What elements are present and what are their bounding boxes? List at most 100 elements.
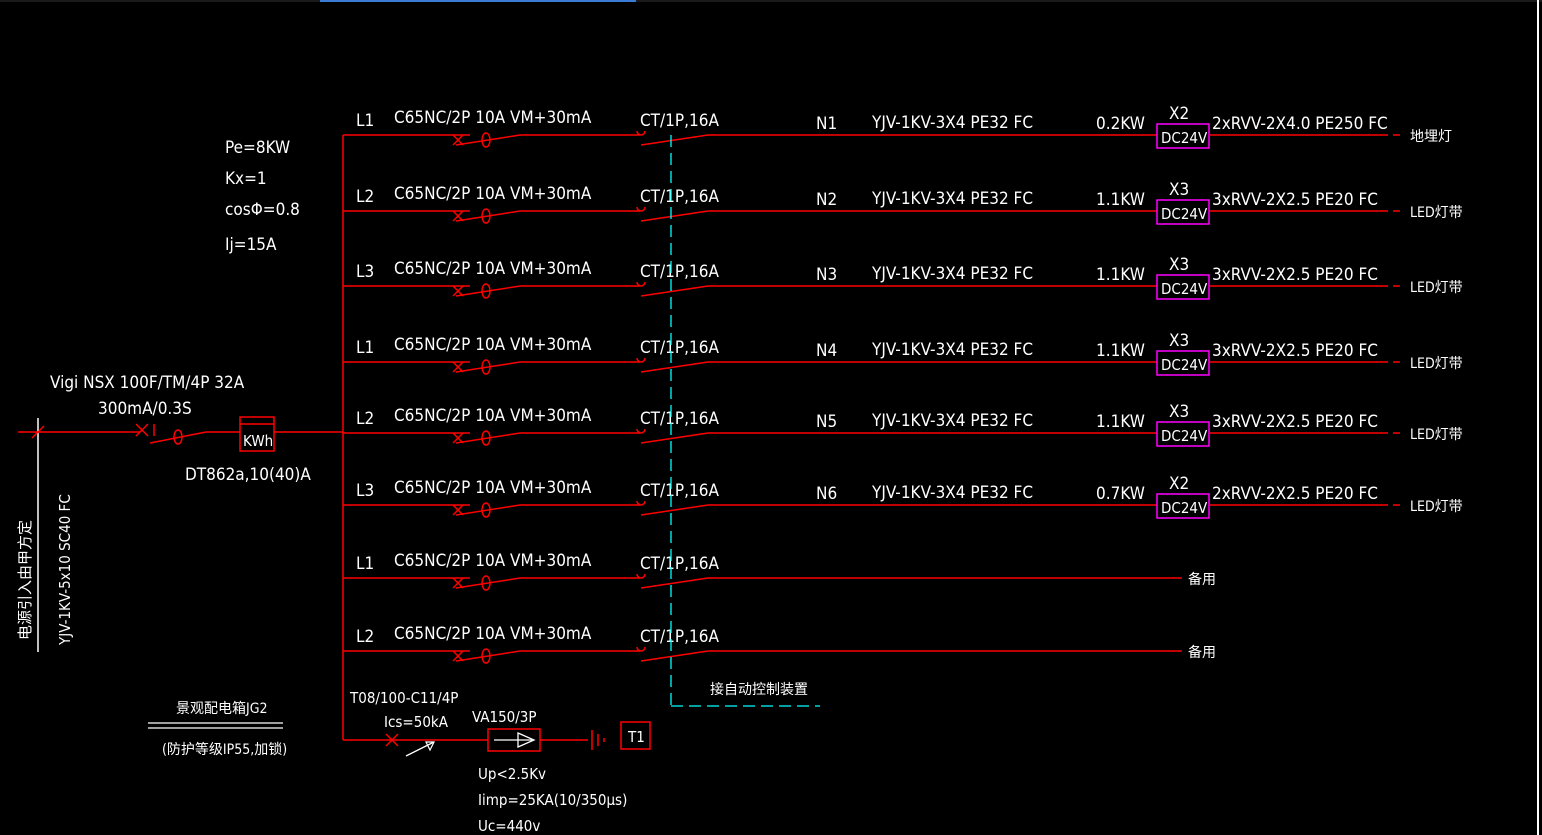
spd-box-arrow bbox=[517, 732, 536, 748]
phase-label: L3 bbox=[356, 481, 374, 501]
driver-label: DC24V bbox=[1161, 205, 1208, 223]
power-label: 1.1KW bbox=[1096, 190, 1145, 210]
meter-model: DT862a,10(40)A bbox=[185, 465, 311, 485]
t1-box bbox=[620, 721, 651, 750]
driver-label: DC24V bbox=[1161, 280, 1208, 298]
branch-cable-label: 3xRVV-2X2.5 PE20 FC bbox=[1212, 412, 1378, 432]
load-label: LED灯带 bbox=[1410, 280, 1463, 296]
meter-label: KWh bbox=[243, 432, 273, 450]
breaker-blade bbox=[455, 650, 521, 662]
t1-label: T1 bbox=[627, 728, 645, 746]
breaker-coil bbox=[481, 430, 491, 446]
x-label: X3 bbox=[1169, 331, 1189, 351]
box-subtitle: (防护等级IP55,加锁) bbox=[162, 741, 287, 758]
contactor-arc bbox=[636, 500, 646, 506]
contactor-arc bbox=[636, 206, 646, 212]
meter-box bbox=[239, 416, 275, 452]
breaker-x-mark bbox=[452, 361, 464, 373]
spd-uc: Uc=440v bbox=[478, 817, 540, 835]
auto-control[interactable]: 接自动控制装置 bbox=[670, 135, 820, 707]
param-kx: Kx=1 bbox=[225, 169, 267, 189]
breaker-blade bbox=[455, 361, 521, 373]
box-title: 景观配电箱JG2 bbox=[176, 701, 268, 717]
breaker-x-mark bbox=[452, 650, 464, 662]
spd-breaker-x2 bbox=[385, 733, 399, 747]
contactor-label: CT/1P,16A bbox=[640, 262, 719, 282]
main-breaker-model: Vigi NSX 100F/TM/4P 32A bbox=[50, 373, 245, 393]
breaker-x-mark bbox=[452, 210, 464, 222]
surge-protection[interactable]: T08/100-C11/4P Ics=50kA VA150/3P T1 Up<2… bbox=[343, 689, 651, 835]
driver-label: DC24V bbox=[1161, 499, 1208, 517]
spare-label: 备用 bbox=[1188, 571, 1216, 588]
spd-breaker: T08/100-C11/4P bbox=[349, 689, 458, 707]
load-label: LED灯带 bbox=[1410, 356, 1463, 372]
breaker-x-mark bbox=[452, 577, 464, 589]
cable-label: YJV-1KV-3X4 PE32 FC bbox=[871, 483, 1033, 503]
power-label: 1.1KW bbox=[1096, 341, 1145, 361]
breaker-label: C65NC/2P 10A VM+30mA bbox=[394, 478, 592, 498]
contactor-label: CT/1P,16A bbox=[640, 409, 719, 429]
box-title-block: 景观配电箱JG2 (防护等级IP55,加锁) bbox=[148, 701, 287, 758]
breaker-x-mark bbox=[452, 504, 464, 516]
power-label: 1.1KW bbox=[1096, 412, 1145, 432]
contactor-label: CT/1P,16A bbox=[640, 338, 719, 358]
breaker-coil bbox=[481, 359, 491, 375]
cable-label: YJV-1KV-3X4 PE32 FC bbox=[871, 113, 1033, 133]
param-pe: Pe=8KW bbox=[225, 138, 290, 158]
kwh-meter[interactable]: KWh DT862a,10(40)A bbox=[185, 416, 343, 485]
incoming-note: 电源引入由甲方定 bbox=[16, 520, 34, 640]
incoming-cable: YJV-1KV-5x10 SC40 FC bbox=[56, 494, 74, 646]
phase-label: L2 bbox=[356, 409, 374, 429]
contactor-label: CT/1P,16A bbox=[640, 187, 719, 207]
breaker-coil bbox=[481, 575, 491, 591]
breaker-blade bbox=[455, 504, 521, 516]
breaker-label: C65NC/2P 10A VM+30mA bbox=[394, 108, 592, 128]
breaker-label: C65NC/2P 10A VM+30mA bbox=[394, 335, 592, 355]
main-breaker[interactable]: Vigi NSX 100F/TM/4P 32A 300mA/0.3S bbox=[50, 373, 245, 445]
circuit-number: N5 bbox=[816, 412, 837, 432]
driver-label: DC24V bbox=[1161, 356, 1208, 374]
breaker-x-mark bbox=[452, 432, 464, 444]
x-label: X2 bbox=[1169, 474, 1189, 494]
breaker-x-mark bbox=[452, 285, 464, 297]
branch-cable-label: 3xRVV-2X2.5 PE20 FC bbox=[1212, 190, 1378, 210]
breaker-label: C65NC/2P 10A VM+30mA bbox=[394, 624, 592, 644]
power-label: 1.1KW bbox=[1096, 265, 1145, 285]
main-breaker-x2 bbox=[135, 423, 149, 437]
incoming-feed[interactable]: 电源引入由甲方定 YJV-1KV-5x10 SC40 FC bbox=[16, 418, 140, 652]
auto-control-label: 接自动控制装置 bbox=[710, 681, 808, 698]
contactor-arc bbox=[636, 428, 646, 434]
power-label: 0.2KW bbox=[1096, 114, 1145, 134]
driver-box bbox=[1156, 123, 1210, 149]
breaker-label: C65NC/2P 10A VM+30mA bbox=[394, 259, 592, 279]
contactor-arc bbox=[636, 357, 646, 363]
cable-label: YJV-1KV-3X4 PE32 FC bbox=[871, 264, 1033, 284]
contactor-blade bbox=[640, 577, 709, 589]
breaker-blade bbox=[455, 285, 521, 297]
load-params: Pe=8KW Kx=1 cosΦ=0.8 Ij=15A bbox=[225, 138, 300, 255]
contactor-label: CT/1P,16A bbox=[640, 627, 719, 647]
load-label: LED灯带 bbox=[1410, 205, 1463, 221]
cable-label: YJV-1KV-3X4 PE32 FC bbox=[871, 189, 1033, 209]
breaker-label: C65NC/2P 10A VM+30mA bbox=[394, 406, 592, 426]
breaker-coil bbox=[481, 208, 491, 224]
phase-label: L2 bbox=[356, 187, 374, 207]
x-label: X3 bbox=[1169, 402, 1189, 422]
breaker-coil bbox=[481, 648, 491, 664]
x-label: X2 bbox=[1169, 104, 1189, 124]
breaker-label: C65NC/2P 10A VM+30mA bbox=[394, 551, 592, 571]
contactor-blade bbox=[640, 210, 709, 222]
contactor-blade bbox=[640, 432, 709, 444]
contactor-arc bbox=[636, 130, 646, 136]
breaker-coil bbox=[481, 283, 491, 299]
